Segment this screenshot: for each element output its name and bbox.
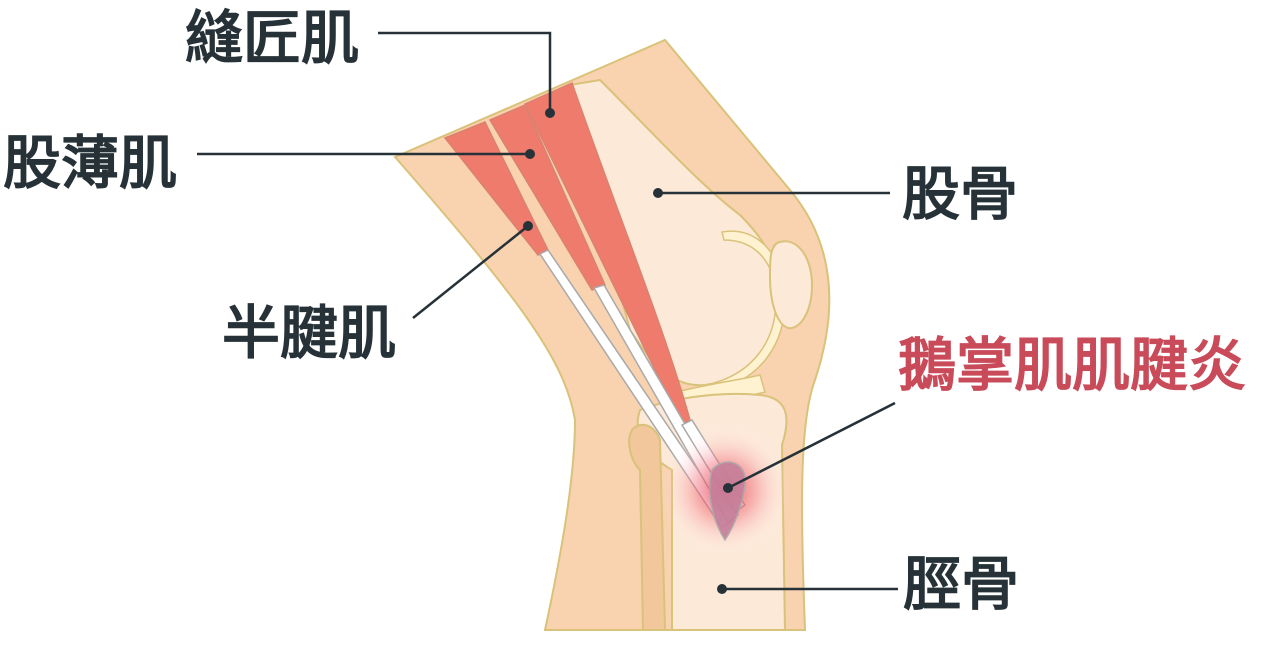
label-femur: 股骨 <box>902 160 1018 228</box>
label-sartorius: 縫匠肌 <box>185 4 359 72</box>
leader-dots <box>523 108 733 594</box>
fibula-bone <box>628 423 667 631</box>
bursitis-leader <box>727 401 896 490</box>
label-gracilis: 股薄肌 <box>3 129 177 197</box>
sartorius-muscle <box>523 81 691 427</box>
label-pes-anserine-bursitis: 鵝掌肌肌腱炎 <box>898 331 1246 399</box>
semitendinosus-leader <box>412 225 529 319</box>
label-semitendinosus: 半腱肌 <box>222 299 396 367</box>
gracilis-muscle <box>488 104 607 291</box>
sartorius-leader <box>378 31 552 113</box>
label-tibia: 脛骨 <box>903 550 1019 618</box>
leader-lines <box>197 31 898 591</box>
patella <box>768 240 814 330</box>
pes-anserine-insertion <box>708 461 746 542</box>
